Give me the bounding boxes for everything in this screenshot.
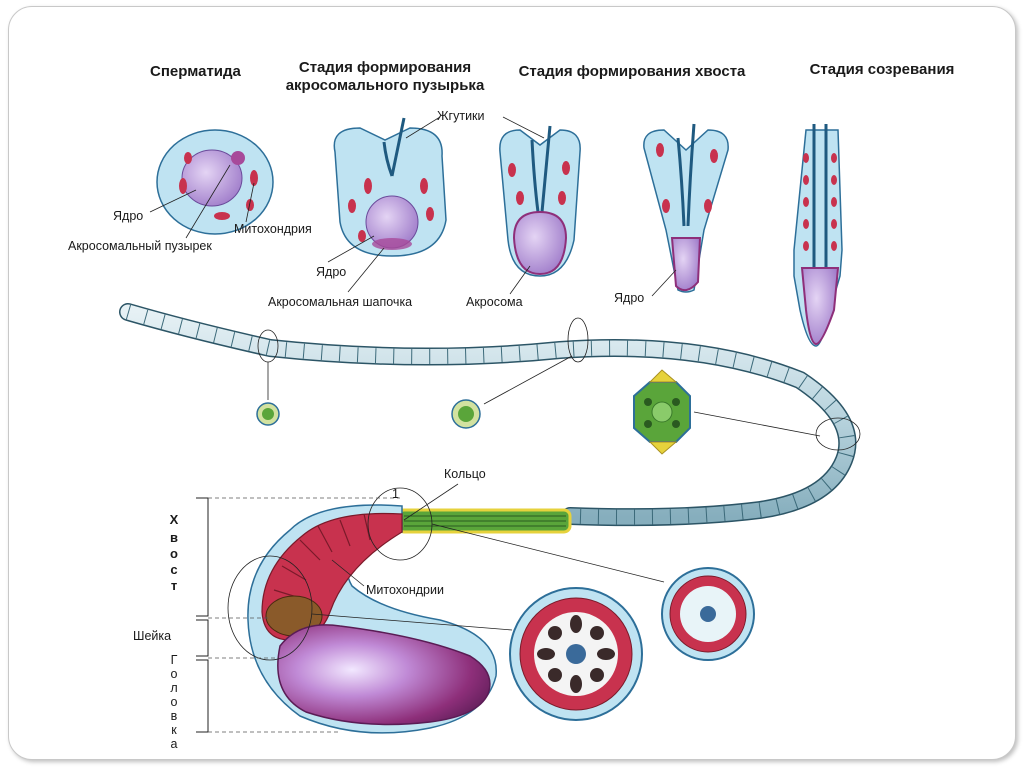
region-brackets	[196, 497, 400, 733]
svg-text:о: о	[170, 546, 178, 561]
midpiece-cross-section-large	[509, 587, 643, 721]
label-flagella: Жгутики	[437, 109, 485, 123]
svg-text:Г: Г	[171, 653, 178, 667]
tail-cross-section-medium	[451, 399, 481, 429]
stage-tail-title: Стадия формирования хвоста	[519, 63, 746, 80]
midpiece-ring-2	[227, 555, 313, 661]
acrosome-stage-cell	[333, 117, 447, 257]
label-nucleus-spermatid: Ядро	[113, 209, 143, 223]
fibrous-sheath	[396, 508, 572, 534]
label-ring: Кольцо	[444, 467, 486, 481]
svg-text:о: о	[171, 695, 178, 709]
sperm-tail	[119, 303, 857, 527]
label-head-vertical: Г о л о в к а	[170, 653, 177, 751]
svg-text:т: т	[171, 578, 177, 593]
svg-text:а: а	[171, 737, 178, 751]
section-ring-3	[815, 417, 861, 451]
stage-spermatid-title: Сперматида	[150, 63, 242, 80]
svg-text:л: л	[170, 681, 177, 695]
maturation-stage-cell	[793, 124, 843, 347]
label-nucleus-acrosome-stage: Ядро	[316, 265, 346, 279]
label-neck: Шейка	[133, 629, 171, 643]
stage-acrosome-title-line1: Стадия формирования	[299, 59, 471, 76]
tail-cross-section-small	[256, 402, 280, 426]
label-marker-1: 1	[392, 487, 399, 501]
svg-text:в: в	[170, 530, 178, 545]
label-acrosomal-vesicle: Акросомальный пузырек	[68, 239, 212, 253]
tail-cross-section-large	[633, 369, 691, 455]
label-nucleus-tail-stage: Ядро	[614, 291, 644, 305]
tail-stage-cell-2	[643, 123, 729, 293]
label-mitochondria: Митохондрии	[366, 583, 444, 597]
stage-maturation-title: Стадия созревания	[810, 61, 955, 78]
midpiece-cross-section-small	[661, 567, 755, 661]
section-ring-2	[567, 317, 589, 363]
label-acrosomal-cap: Акросомальная шапочка	[268, 295, 412, 309]
svg-text:о: о	[171, 667, 178, 681]
label-mitochondrion: Митохондрия	[234, 222, 312, 236]
svg-text:с: с	[170, 562, 177, 577]
svg-text:к: к	[171, 723, 177, 737]
label-tail-vertical: Х в о с т	[170, 512, 179, 593]
label-acrosome: Акросома	[466, 295, 523, 309]
svg-text:Х: Х	[170, 512, 179, 527]
stage-acrosome-title-line2: акросомального пузырька	[286, 77, 485, 94]
tail-stage-cell-1	[499, 125, 581, 277]
spermatid-cell	[156, 129, 274, 235]
svg-text:в: в	[171, 709, 178, 723]
